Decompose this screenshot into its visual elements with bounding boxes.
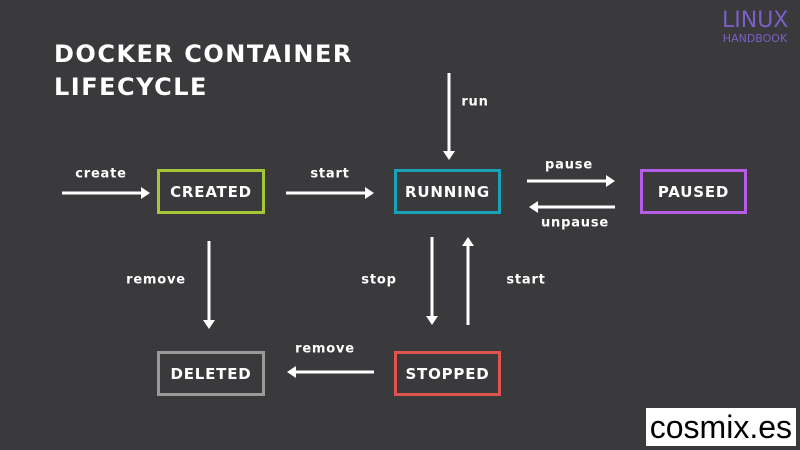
transition-label-start2: start <box>506 272 546 288</box>
transition-label-stop: stop <box>361 272 397 288</box>
arrow-head-create <box>141 187 150 199</box>
arrow-head-remove1 <box>203 320 215 329</box>
transition-label-run: run <box>461 94 489 110</box>
arrow-head-pause <box>606 175 615 187</box>
arrow-head-run <box>443 151 455 160</box>
arrow-head-remove2 <box>287 366 296 378</box>
title-line-1: DOCKER CONTAINER <box>54 40 353 68</box>
arrow-head-stop <box>426 316 438 325</box>
transition-label-create: create <box>75 166 127 182</box>
arrow-unpause <box>529 201 615 213</box>
arrow-pause <box>527 175 615 187</box>
arrow-remove2 <box>287 366 374 378</box>
arrow-head-start2 <box>462 237 474 246</box>
logo-bottom-text: HANDBOOK <box>722 32 788 45</box>
transition-label-start1: start <box>310 166 350 182</box>
arrow-head-unpause <box>529 201 538 213</box>
state-box-paused: PAUSED <box>640 169 747 214</box>
state-box-running: RUNNING <box>394 169 501 214</box>
arrow-stop <box>426 237 438 325</box>
arrow-remove1 <box>203 241 215 329</box>
state-box-created: CREATED <box>157 169 265 214</box>
arrow-start2 <box>462 237 474 325</box>
logo-top-text: LINUX <box>722 8 789 33</box>
state-box-stopped: STOPPED <box>394 351 501 396</box>
transition-label-pause: pause <box>545 157 593 173</box>
transition-label-remove2: remove <box>295 341 355 357</box>
transition-label-remove1: remove <box>126 272 186 288</box>
linux-handbook-logo: LINUX HANDBOOK <box>722 10 788 46</box>
page-title: DOCKER CONTAINER LIFECYCLE <box>54 38 353 104</box>
title-line-2: LIFECYCLE <box>54 73 208 101</box>
arrow-start1 <box>286 187 374 199</box>
arrow-head-start1 <box>365 187 374 199</box>
arrow-create <box>62 187 150 199</box>
arrow-run <box>443 73 455 160</box>
transition-label-unpause: unpause <box>541 215 609 231</box>
watermark: cosmix.es <box>645 408 796 446</box>
state-box-deleted: DELETED <box>157 351 265 396</box>
